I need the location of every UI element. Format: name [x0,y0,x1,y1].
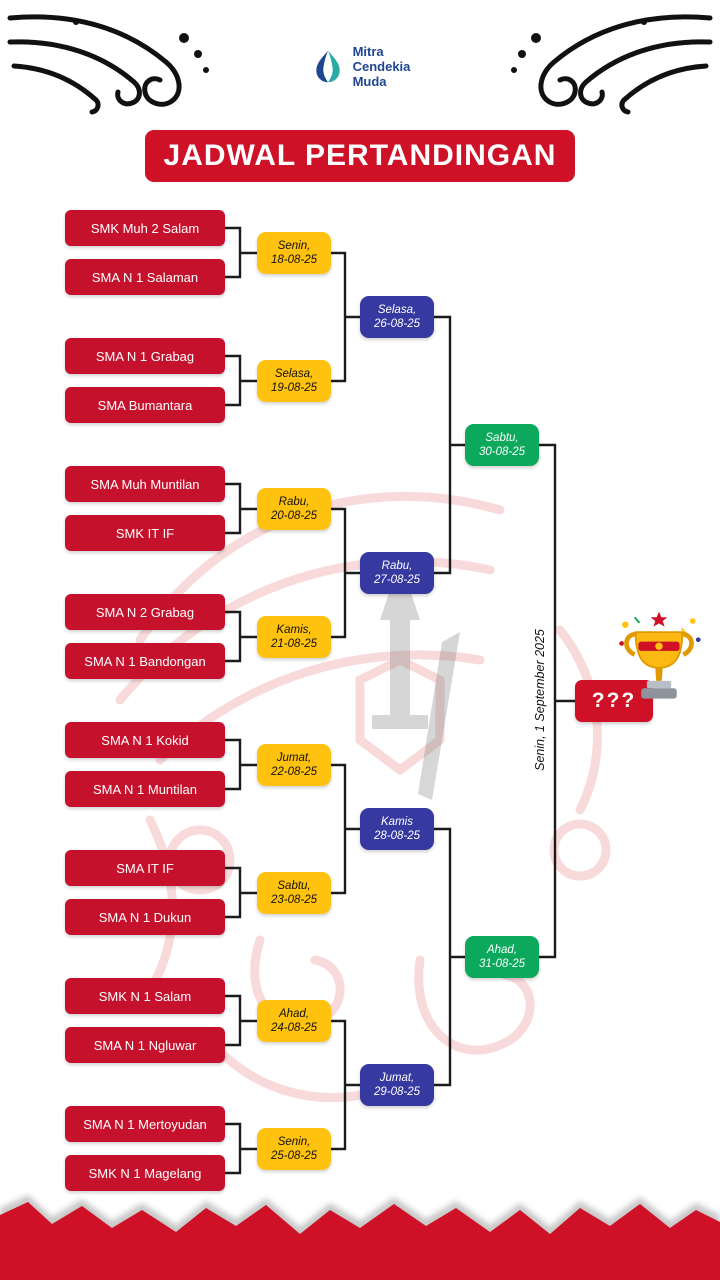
final-winner-box: ??? [575,680,653,722]
date-value: 25-08-25 [270,1150,318,1162]
team-box: SMA IT IF [65,850,225,886]
date-day: Sabtu, [277,880,311,892]
date-day: Selasa, [377,304,417,316]
org-logo: Mitra Cendekia Muda [0,44,720,89]
torn-paper-edge [0,1195,720,1280]
team-box: SMA Muh Muntilan [65,466,225,502]
date-day: Rabu, [278,496,310,508]
date-value: 21-08-25 [270,638,318,650]
team-box: SMK Muh 2 Salam [65,210,225,246]
date-day: Selasa, [274,368,314,380]
team-box: SMA N 1 Kokid [65,722,225,758]
trophy-icon [619,611,701,699]
date-value: 31-08-25 [478,958,526,970]
date-value: 20-08-25 [270,510,318,522]
date-value: 18-08-25 [270,254,318,266]
date-day: Jumat, [379,1072,415,1084]
quarterfinal-date-box: Rabu, 27-08-25 [360,552,434,594]
match-date-box: Rabu, 20-08-25 [257,488,331,530]
date-day: Jumat, [276,752,312,764]
date-day: Ahad, [278,1008,310,1020]
date-value: 27-08-25 [373,574,421,586]
team-box: SMA N 2 Grabag [65,594,225,630]
date-value: 19-08-25 [270,382,318,394]
date-day: Kamis, [276,624,312,636]
date-day: Senin, [277,240,311,252]
team-box: SMA N 1 Grabag [65,338,225,374]
team-box: SMA N 1 Muntilan [65,771,225,807]
match-date-box: Senin, 18-08-25 [257,232,331,274]
match-date-box: Senin, 25-08-25 [257,1128,331,1170]
date-value: 29-08-25 [373,1086,421,1098]
date-day: Ahad, [486,944,518,956]
semifinal-date-box: Sabtu, 30-08-25 [465,424,539,466]
team-box: SMA N 1 Ngluwar [65,1027,225,1063]
date-day: Senin, [277,1136,311,1148]
match-date-box: Ahad, 24-08-25 [257,1000,331,1042]
quarterfinal-date-box: Jumat, 29-08-25 [360,1064,434,1106]
team-box: SMK N 1 Salam [65,978,225,1014]
team-box: SMA N 1 Salaman [65,259,225,295]
final-winner-placeholder: ??? [591,689,637,712]
team-box: SMA N 1 Dukun [65,899,225,935]
page-title-banner: JADWAL PERTANDINGAN [145,130,575,182]
flourish-right-icon [511,14,713,115]
team-box: SMA N 1 Bandongan [65,643,225,679]
date-value: 28-08-25 [373,830,421,842]
page-title: JADWAL PERTANDINGAN [163,139,557,172]
date-value: 22-08-25 [270,766,318,778]
date-value: 30-08-25 [478,446,526,458]
team-box: SMK IT IF [65,515,225,551]
match-date-box: Selasa, 19-08-25 [257,360,331,402]
match-date-box: Kamis, 21-08-25 [257,616,331,658]
team-box: SMA N 1 Mertoyudan [65,1106,225,1142]
match-date-box: Sabtu, 23-08-25 [257,872,331,914]
logo-line2: Cendekia [352,59,411,74]
team-box: SMK N 1 Magelang [65,1155,225,1191]
quarterfinal-date-box: Kamis 28-08-25 [360,808,434,850]
date-value: 26-08-25 [373,318,421,330]
logo-drop-icon [315,50,340,82]
match-date-box: Jumat, 22-08-25 [257,744,331,786]
final-date-vertical: Senin, 1 September 2025 [533,629,547,771]
quarterfinal-date-box: Selasa, 26-08-25 [360,296,434,338]
team-box: SMA Bumantara [65,387,225,423]
logo-line1: Mitra [352,44,384,59]
date-day: Kamis [381,816,413,828]
date-day: Sabtu, [485,432,519,444]
date-value: 24-08-25 [270,1022,318,1034]
logo-wordmark: Mitra Cendekia Muda [353,44,411,89]
date-day: Rabu, [381,560,413,572]
logo-line3: Muda [352,74,387,89]
semifinal-date-box: Ahad, 31-08-25 [465,936,539,978]
flourish-left-icon [7,14,209,115]
date-value: 23-08-25 [270,894,318,906]
